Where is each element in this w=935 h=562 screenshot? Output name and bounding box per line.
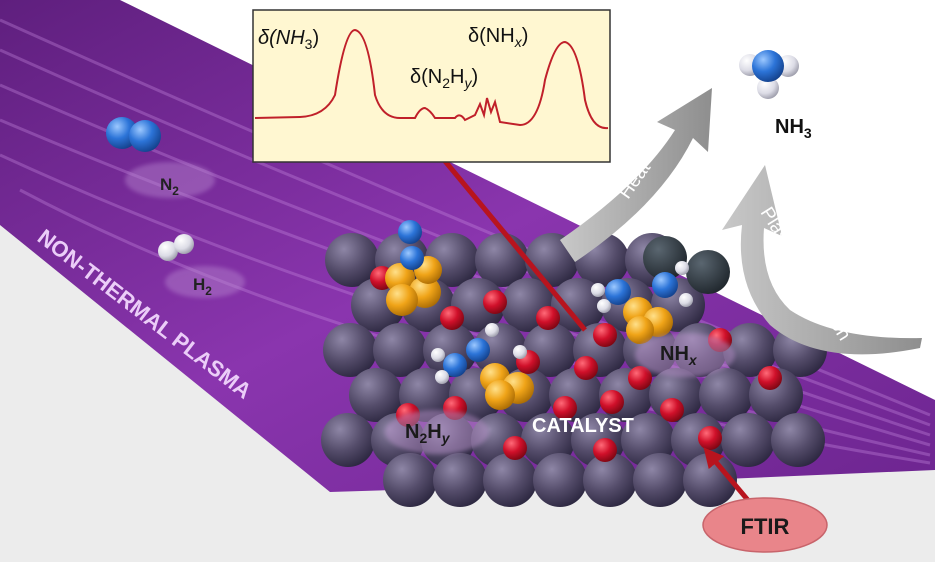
oxygen-atom (593, 438, 617, 462)
catalyst-sphere (771, 413, 825, 467)
ftir-label: FTIR (741, 514, 790, 539)
catalyst-sphere (433, 453, 487, 507)
catalyst-sphere (583, 453, 637, 507)
plasma-irradiation-arrow (722, 165, 922, 355)
probe-arrow (423, 135, 587, 332)
n2hy-label: N2Hy (405, 421, 451, 446)
heat-arrow (560, 88, 712, 262)
n2-molecule-icon (106, 117, 215, 198)
oxygen-atom (593, 323, 617, 347)
adsorbed-n2hy-cluster (431, 323, 534, 410)
peak2-label: δ(N2Hy) (410, 66, 478, 91)
oxygen-atom (628, 366, 652, 390)
h2-label: H2 (193, 275, 212, 298)
catalyst-sphere (383, 453, 437, 507)
nhx-label: NHx (660, 343, 698, 368)
catalyst-label: CATALYST (532, 415, 634, 437)
catalyst-sphere (373, 323, 427, 377)
catalyst-sphere (533, 453, 587, 507)
catalyst-sphere (633, 453, 687, 507)
oxygen-atom (503, 436, 527, 460)
oxygen-atom (698, 426, 722, 450)
nh3-label: NH3 (775, 116, 812, 141)
nh3-molecule-icon (739, 50, 799, 99)
catalyst-sphere (323, 323, 377, 377)
catalyst-sphere (699, 368, 753, 422)
oxygen-atom (440, 306, 464, 330)
oxygen-atom (758, 366, 782, 390)
n2-label: N2 (160, 175, 179, 198)
spectrum-line (254, 28, 609, 130)
adsorbed-nhx-cluster (591, 261, 693, 344)
oxygen-atom (574, 356, 598, 380)
catalyst-sphere (721, 413, 775, 467)
catalyst-sphere (483, 453, 537, 507)
oxygen-atom (483, 290, 507, 314)
peak3-label: δ(NHx) (468, 25, 528, 50)
catalyst-sphere (473, 323, 527, 377)
ftir-badge (702, 497, 828, 553)
catalyst-lattice (321, 233, 827, 507)
ftir-arrow (703, 447, 754, 507)
nhx-glow (635, 333, 735, 377)
n2hy-glow (385, 410, 489, 454)
catalyst-sphere (321, 413, 375, 467)
h2-molecule-icon (158, 234, 245, 298)
oxygen-atom (600, 390, 624, 414)
peak1-label: δ(NH3) (258, 27, 319, 52)
oxygen-atom (660, 398, 684, 422)
spectrum-panel (252, 9, 611, 163)
catalyst-sphere (325, 233, 379, 287)
adsorbed-n2-cluster (385, 220, 442, 316)
catalyst-sphere (723, 323, 777, 377)
catalyst-sphere (686, 250, 730, 294)
oxygen-atom (553, 396, 577, 420)
oxygen-atom (536, 306, 560, 330)
catalyst-sphere (349, 368, 403, 422)
